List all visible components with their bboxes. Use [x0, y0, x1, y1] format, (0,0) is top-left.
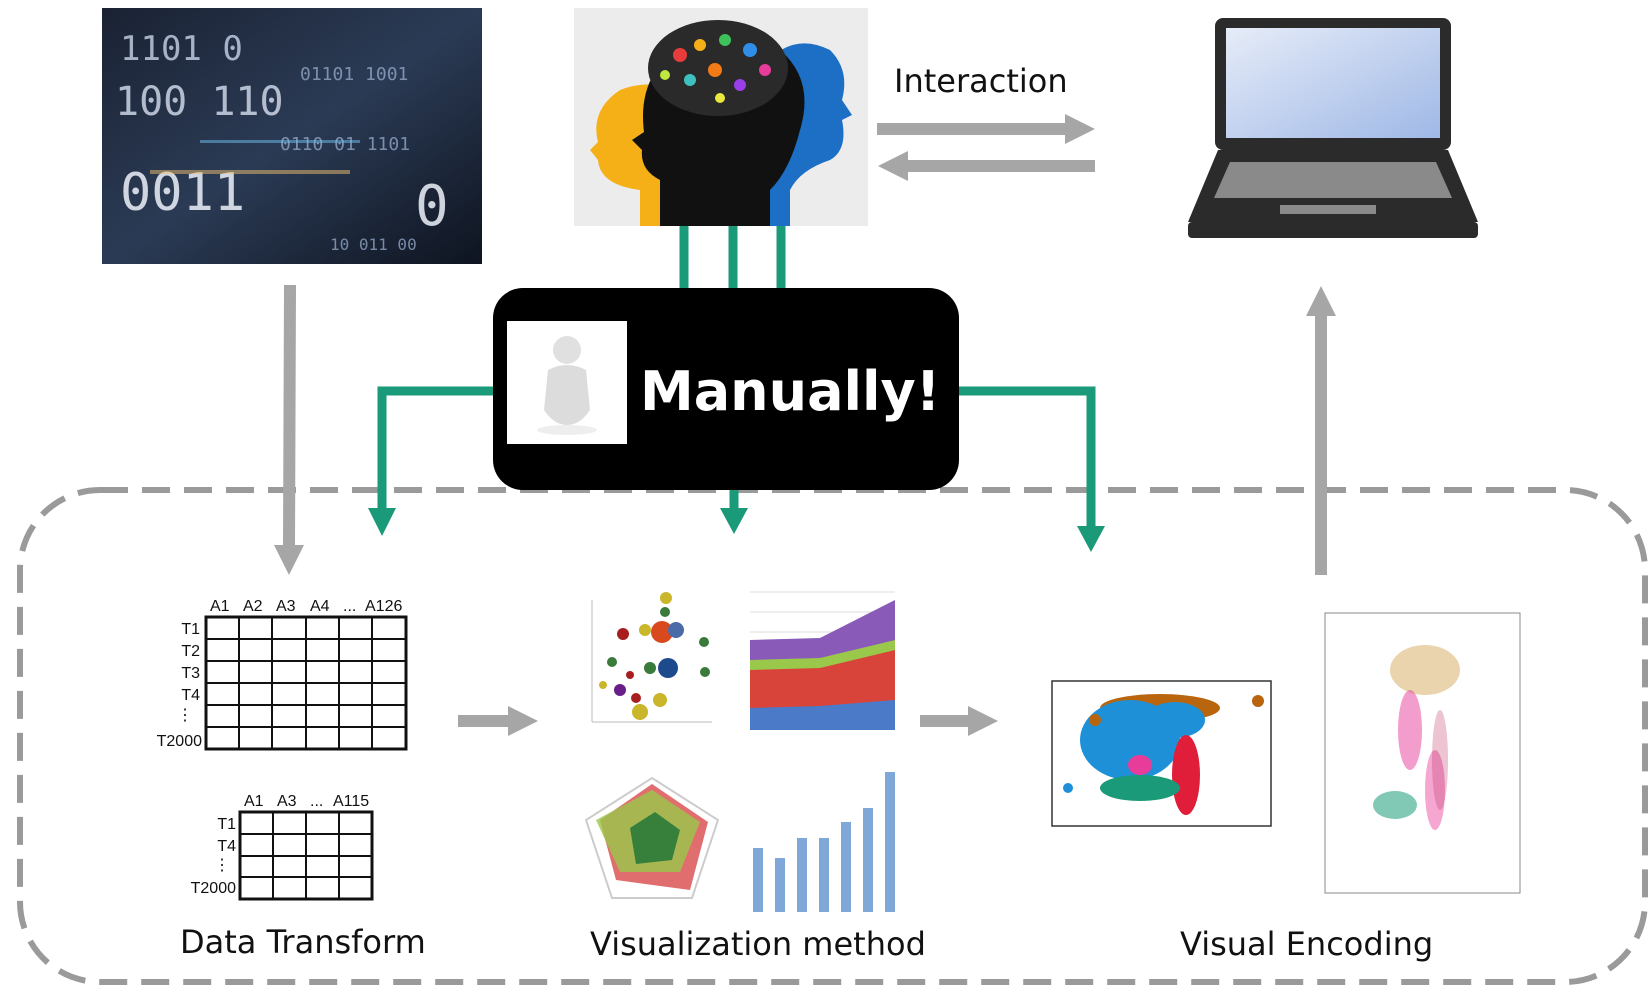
table1-col-label: A4 [310, 598, 330, 615]
green-connectors-top [679, 226, 786, 288]
table2-row-label: ⋮ [214, 857, 230, 874]
svg-text:01101 1001: 01101 1001 [300, 64, 408, 85]
data-image: 1101 0 100 110 0011 0 01101 1001 0110 01… [102, 8, 482, 264]
table1-row-label: T1 [181, 621, 200, 638]
visual-encoding-label: Visual Encoding [1180, 925, 1434, 963]
svg-text:0110 01 1101: 0110 01 1101 [280, 134, 410, 155]
interaction-arrows [877, 114, 1095, 181]
area-chart-thumbnail [750, 591, 895, 730]
arrow-transform-to-method [458, 706, 538, 736]
bubble-chart-thumbnail [591, 592, 712, 723]
svg-text:0: 0 [415, 174, 449, 239]
laptop-icon [1188, 18, 1478, 238]
table1-col-label: A3 [276, 598, 296, 615]
radar-chart-thumbnail [584, 776, 720, 899]
svg-text:100 110: 100 110 [115, 79, 284, 125]
table2-row-label: T2000 [191, 880, 236, 897]
svg-text:1101 0: 1101 0 [120, 29, 243, 69]
table2-col-label: A3 [277, 793, 297, 810]
people-brain-image [574, 8, 868, 227]
table1-row-label: T2 [181, 643, 200, 660]
cluster-scatter-thumbnail [1051, 680, 1272, 827]
table1-col-label: ... [343, 598, 356, 615]
data-table-1: A1 A2 A3 A4 ... A126 T1 T2 T3 T4 ⋮ T2000 [157, 598, 408, 751]
stressed-person-image [507, 321, 627, 444]
table1-row-label: T3 [181, 665, 200, 682]
arrow-encoding-to-laptop [1306, 286, 1336, 575]
table1-row-label: T4 [181, 687, 200, 704]
arrow-data-to-transform [274, 284, 304, 575]
table1-row-label: ⋮ [177, 707, 193, 724]
table2-row-label: T4 [217, 838, 236, 855]
table1-col-label: A2 [243, 598, 263, 615]
sparse-scatter-thumbnail [1324, 612, 1521, 894]
interaction-label: Interaction [894, 62, 1068, 100]
table2-col-label: A1 [244, 793, 264, 810]
table2-col-label: A115 [333, 793, 369, 810]
table1-col-label: A126 [365, 598, 402, 615]
data-table-2: A1 A3 ... A115 T1 T4 ⋮ T2000 [191, 793, 374, 901]
manually-label: Manually! [640, 360, 941, 423]
table2-row-label: T1 [217, 816, 236, 833]
arrow-method-to-encoding [920, 706, 998, 736]
table1-col-label: A1 [210, 598, 230, 615]
visualization-method-label: Visualization method [590, 925, 926, 963]
table1-row-label: T2000 [157, 733, 202, 750]
svg-text:10 011 00: 10 011 00 [330, 235, 417, 254]
bar-chart-thumbnail [753, 772, 895, 912]
data-transform-label: Data Transform [180, 923, 426, 961]
table2-col-label: ... [310, 793, 323, 810]
